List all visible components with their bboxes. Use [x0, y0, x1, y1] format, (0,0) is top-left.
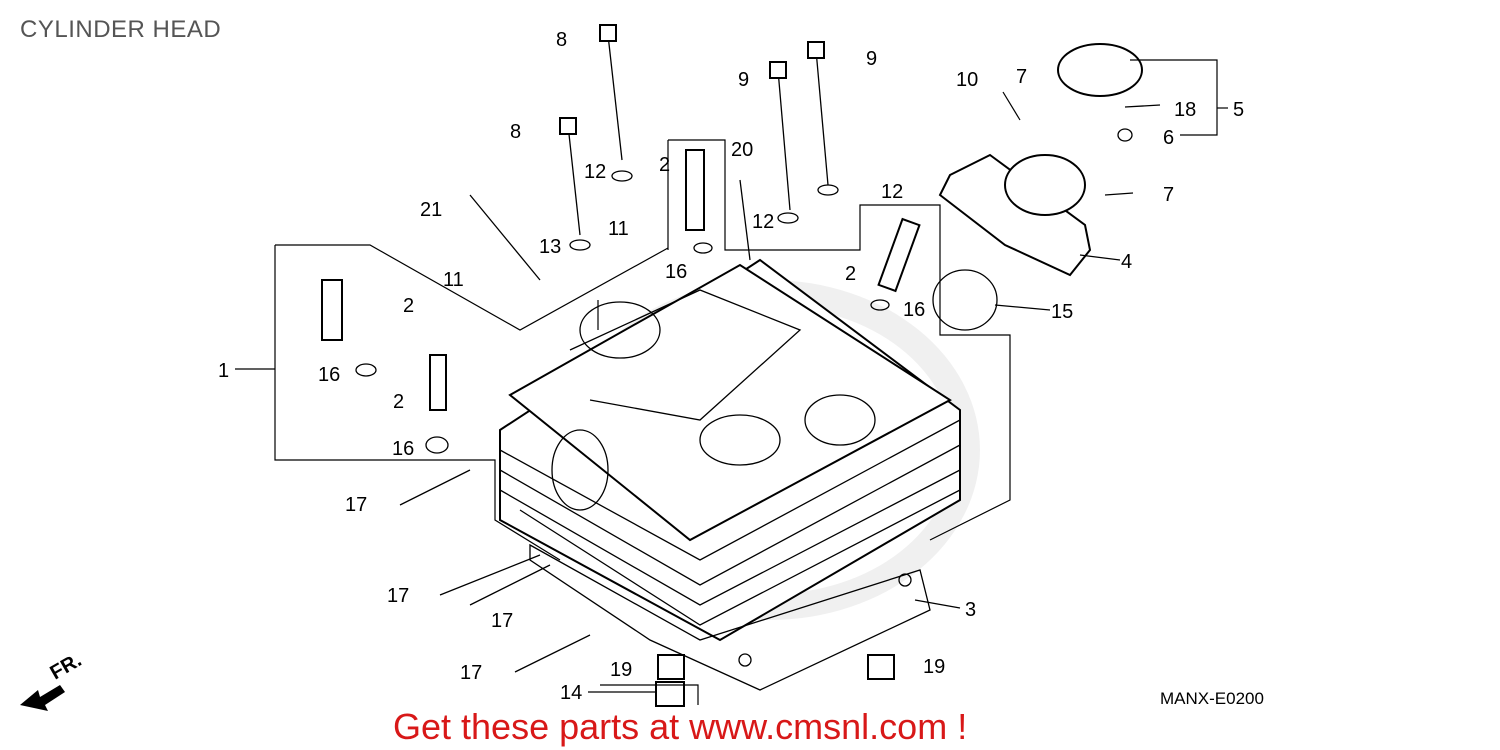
- callout-label: 3: [965, 599, 976, 621]
- callout-label: 15: [1051, 301, 1073, 323]
- callout-label: 10: [956, 69, 978, 91]
- callout-label: 12: [752, 211, 774, 233]
- leader-lines: [235, 59, 1228, 705]
- callout-label: 18: [1174, 99, 1196, 121]
- callout-label: 8: [510, 121, 521, 143]
- callout-label: 17: [460, 662, 482, 684]
- callout-label: 16: [318, 364, 340, 386]
- callout-label: 13: [539, 236, 561, 258]
- washers[interactable]: [355, 128, 1133, 454]
- cylinder-head[interactable]: [499, 258, 961, 642]
- callout-labels: 8 8 9 9 10 7 18 5 6 7 12 2 20 12 21 11 1…: [218, 29, 1244, 704]
- hose-clamp[interactable]: [1057, 43, 1143, 97]
- callout-label: 2: [845, 263, 856, 285]
- callout-label: 2: [403, 295, 414, 317]
- callout-label: 12: [584, 161, 606, 183]
- callout-label: 11: [443, 269, 464, 291]
- callout-label: 9: [866, 48, 877, 70]
- valve-guides[interactable]: [321, 149, 921, 707]
- callout-label: 8: [556, 29, 567, 51]
- diagram-title: CYLINDER HEAD: [20, 16, 222, 43]
- intake-pipe[interactable]: [932, 153, 1092, 331]
- callout-label: 2: [659, 154, 670, 176]
- callout-label: 11: [608, 218, 629, 240]
- callout-label: 5: [1233, 99, 1244, 121]
- cylinder-head-gasket[interactable]: [529, 543, 931, 691]
- front-direction-arrow: FR.: [20, 649, 85, 711]
- callout-label: 7: [1163, 184, 1174, 206]
- callout-label: 17: [345, 494, 367, 516]
- callout-label: 12: [881, 181, 903, 203]
- callout-label: 19: [923, 656, 945, 678]
- callout-label: 16: [903, 299, 925, 321]
- callout-label: 16: [392, 438, 414, 460]
- callout-label: 19: [610, 659, 632, 681]
- callout-label: 20: [731, 139, 753, 161]
- diagram-code: MANX-E0200: [1160, 689, 1264, 708]
- promo-link[interactable]: Get these parts at www.cmsnl.com !: [393, 706, 968, 747]
- callout-label: 16: [665, 261, 687, 283]
- bolts[interactable]: [399, 24, 1161, 673]
- callout-label: 6: [1163, 127, 1174, 149]
- callout-label: 14: [560, 682, 582, 704]
- callout-label: 4: [1121, 251, 1132, 273]
- front-label: FR.: [47, 649, 86, 684]
- callout-label: 1: [218, 360, 229, 382]
- callout-label: 9: [738, 69, 749, 91]
- callout-label: 7: [1016, 66, 1027, 88]
- callout-label: 17: [387, 585, 409, 607]
- callout-label: 21: [420, 199, 442, 221]
- callout-label: 17: [491, 610, 513, 632]
- callout-label: 2: [393, 391, 404, 413]
